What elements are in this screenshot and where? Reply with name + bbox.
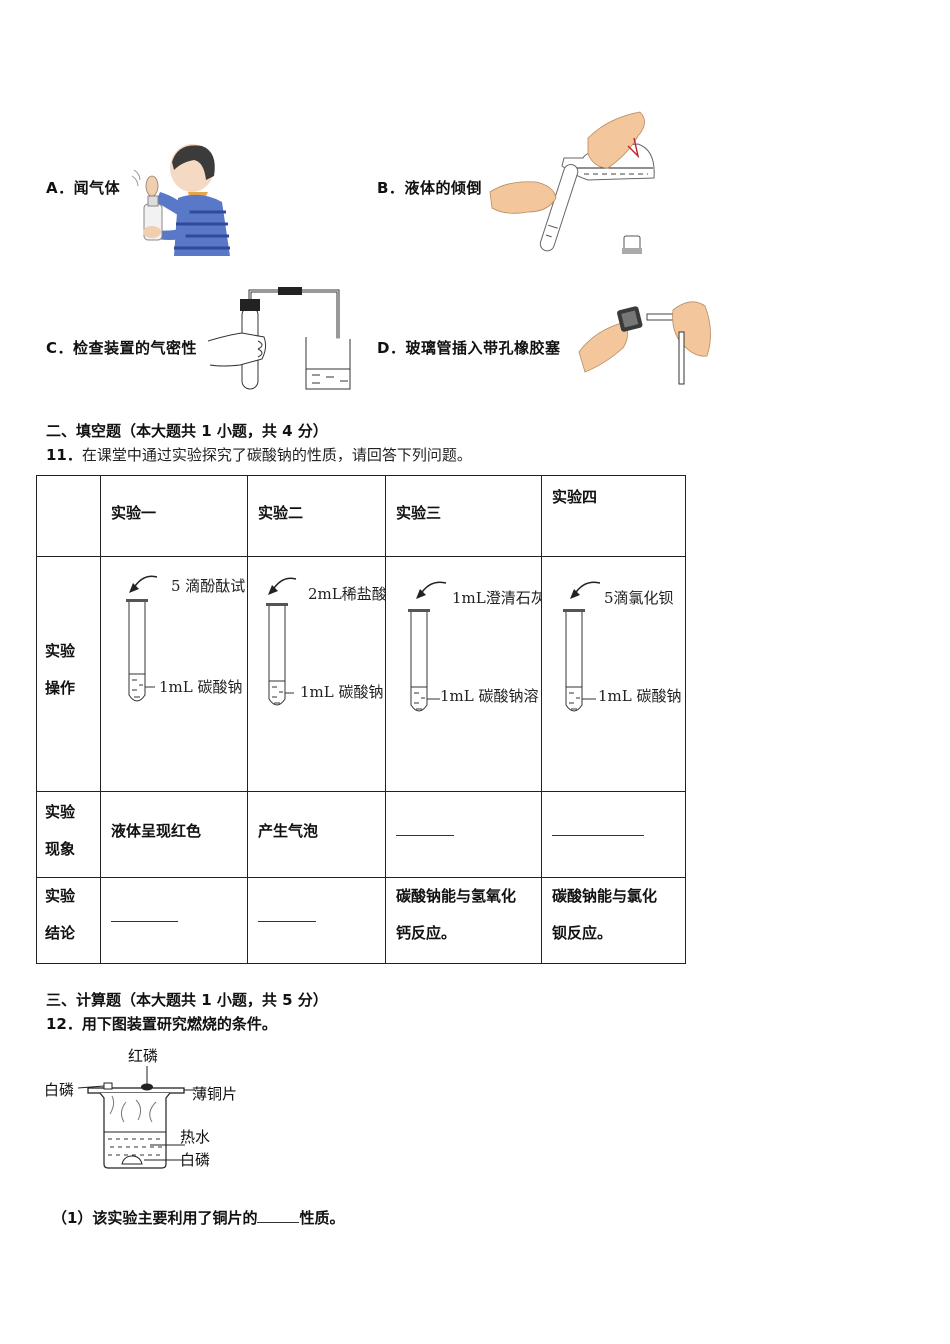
question-11-text: 在课堂中通过实验探究了碳酸钠的性质，请回答下列问题。 [81, 446, 472, 464]
label-red-phosphorus: 红磷 [128, 1047, 159, 1065]
header-exp-1: 实验一 [100, 475, 248, 557]
option-b: B．液体的倾倒 [377, 177, 482, 198]
combustion-apparatus-diagram: 红磷 白磷 薄铜片 热水 白磷 [40, 1042, 270, 1177]
conclusion-exp-4: 碳酸钠能与氯化钡反应。 [541, 877, 686, 964]
sub-question-1: （1）该实验主要利用了铜片的 性质。 [52, 1207, 344, 1228]
option-d-letter: D． [377, 339, 406, 357]
experiment-table: 实验一 实验二 实验三 实验四 实验操作 5 滴酚酞试 1mL 碳酸钠 [36, 475, 686, 964]
header-exp-4: 实验四 [541, 475, 686, 557]
table-row-phenomenon: 实验现象 液体呈现红色 产生气泡 [36, 791, 686, 878]
table-row-conclusion: 实验结论 碳酸钠能与氢氧化钙反应。 碳酸钠能与氯化钡反应。 [36, 877, 686, 964]
option-b-label: 液体的倾倒 [404, 179, 482, 197]
airtightness-check-illustration [208, 287, 351, 390]
operation-exp-3: 1mL澄清石灰 1mL 碳酸钠溶 [385, 556, 542, 792]
option-d-label: 玻璃管插入带孔橡胶塞 [405, 339, 561, 357]
question-12-number: 12． [46, 1015, 82, 1033]
label-white-phosphorus-bottom: 白磷 [180, 1151, 211, 1169]
header-exp-3: 实验三 [385, 475, 542, 557]
tube-content-label: 1mL 碳酸钠 [300, 683, 384, 701]
option-c: C．检查装置的气密性 [46, 337, 197, 358]
row-label-conclusion: 实验结论 [36, 877, 101, 964]
answer-blank[interactable] [258, 920, 316, 922]
answer-blank[interactable] [552, 834, 644, 836]
conclusion-exp-3: 碳酸钠能与氢氧化钙反应。 [385, 877, 542, 964]
glass-tube-stopper-illustration [578, 301, 711, 385]
option-a-letter: A． [46, 179, 74, 197]
question-11-number: 11． [46, 446, 82, 464]
phenomenon-exp-4-blank[interactable] [541, 791, 686, 878]
question-12: 12．用下图装置研究燃烧的条件。 [46, 1013, 277, 1034]
tube-content-label: 1mL 碳酸钠 [598, 687, 682, 705]
test-tube-icon [408, 581, 447, 712]
option-c-letter: C． [46, 339, 74, 357]
conclusion-exp-2-blank[interactable] [247, 877, 386, 964]
phenomenon-exp-2: 产生气泡 [247, 791, 386, 878]
reagent-label: 5滴氯化钡 [604, 589, 674, 607]
table-header-row: 实验一 实验二 实验三 实验四 [36, 475, 686, 557]
table-corner-cell [36, 475, 101, 557]
question-11: 11．在课堂中通过实验探究了碳酸钠的性质，请回答下列问题。 [46, 444, 472, 465]
option-a-label: 闻气体 [73, 179, 121, 197]
operation-exp-1: 5 滴酚酞试 1mL 碳酸钠 [100, 556, 248, 792]
test-tube-icon [563, 581, 601, 712]
tube-content-label: 1mL 碳酸钠溶 [440, 687, 539, 705]
section-3-title: 三、计算题（本大题共 1 小题，共 5 分） [46, 991, 328, 1009]
row-label-operation: 实验操作 [36, 556, 101, 792]
operation-exp-4: 5滴氯化钡 1mL 碳酸钠 [541, 556, 686, 792]
option-b-letter: B． [377, 179, 405, 197]
phenomenon-exp-1: 液体呈现红色 [100, 791, 248, 878]
sub-question-1-prefix: （1）该实验主要利用了铜片的 [52, 1209, 258, 1227]
option-c-label: 检查装置的气密性 [73, 339, 198, 357]
test-tube-icon [126, 575, 158, 702]
section-2-title: 二、填空题（本大题共 1 小题，共 4 分） [46, 422, 328, 440]
reagent-label: 5 滴酚酞试 [171, 577, 246, 595]
answer-blank[interactable] [111, 920, 178, 922]
tube-content-label: 1mL 碳酸钠 [159, 678, 243, 696]
phenomenon-exp-3-blank[interactable] [385, 791, 542, 878]
sub-question-1-suffix: 性质。 [299, 1209, 345, 1227]
row-label-phenomenon: 实验现象 [36, 791, 101, 878]
answer-blank[interactable] [396, 834, 454, 836]
option-a: A．闻气体 [46, 177, 120, 198]
answer-blank[interactable] [257, 1221, 300, 1223]
boy-smelling-gas-illustration [131, 144, 230, 256]
label-white-phosphorus-top: 白磷 [44, 1081, 75, 1099]
option-d: D．玻璃管插入带孔橡胶塞 [377, 337, 560, 358]
conclusion-exp-1-blank[interactable] [100, 877, 248, 964]
table-row-operation: 实验操作 5 滴酚酞试 1mL 碳酸钠 2mL稀 [36, 556, 686, 792]
question-12-text: 用下图装置研究燃烧的条件。 [81, 1015, 277, 1033]
reagent-label: 2mL稀盐酸 [308, 585, 385, 603]
label-hot-water: 热水 [180, 1128, 211, 1146]
label-copper-sheet: 薄铜片 [192, 1085, 238, 1103]
header-exp-2: 实验二 [247, 475, 386, 557]
operation-exp-2: 2mL稀盐酸 1mL 碳酸钠 [247, 556, 386, 792]
reagent-label: 1mL澄清石灰 [452, 589, 541, 607]
test-tube-icon [266, 577, 297, 706]
pouring-liquid-illustration [489, 111, 655, 254]
